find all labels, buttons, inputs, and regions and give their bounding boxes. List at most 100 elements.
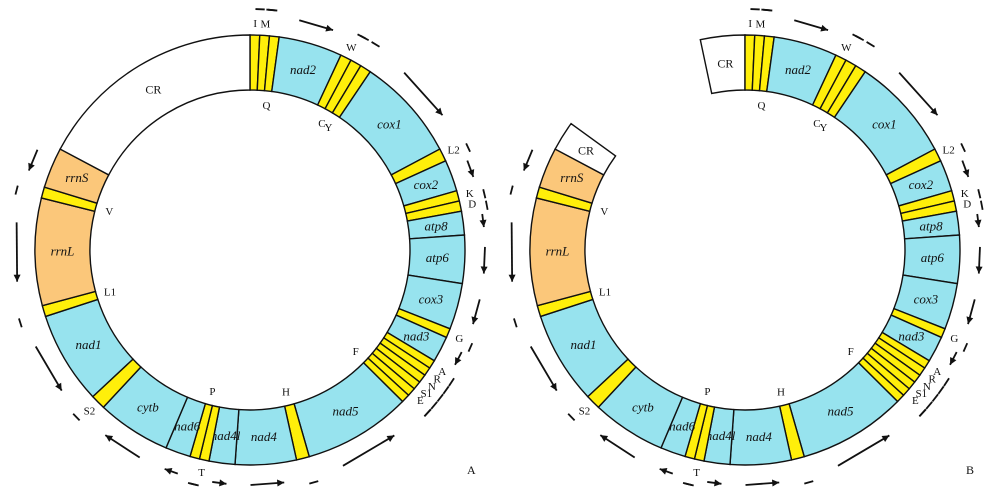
- gene-label-nad5: nad5: [332, 403, 359, 418]
- trna-label-c: C: [813, 118, 820, 130]
- control-region-label: CR: [578, 144, 594, 158]
- trna-label-p: P: [704, 386, 710, 398]
- trna-label-t: T: [693, 467, 700, 479]
- strand-arrow: [14, 185, 19, 195]
- trna-label-g: G: [455, 333, 463, 345]
- arrowhead: [325, 24, 334, 32]
- strand-arrow: [980, 200, 984, 210]
- strand-arrow: [371, 41, 380, 48]
- trna-label-a: A: [933, 366, 941, 378]
- arrowhead: [523, 162, 530, 171]
- trna-label-w: W: [346, 42, 357, 54]
- gene-label-cox1: cox1: [872, 117, 897, 132]
- trna-label-w: W: [841, 42, 852, 54]
- strand-arrow: [485, 200, 489, 210]
- gene-label-cox2: cox2: [414, 177, 439, 192]
- trna-label-d: D: [468, 199, 476, 211]
- arrowhead: [435, 107, 443, 116]
- strand-arrow: [436, 393, 444, 403]
- strand-arrow: [898, 72, 939, 116]
- gene-label-cox1: cox1: [377, 117, 402, 132]
- gene-label-nad4: nad4: [746, 429, 773, 444]
- trna-label-y: Y: [324, 122, 332, 134]
- strand-arrow: [18, 318, 23, 328]
- gene-label-nad4l: nad4l: [706, 428, 736, 443]
- segment-nad4: nad4: [234, 405, 298, 487]
- gene-label-rrns: rrnS: [560, 170, 584, 185]
- strand-arrow: [977, 189, 982, 199]
- arrowhead: [219, 479, 227, 487]
- arrowhead: [962, 169, 970, 177]
- trna-label-q: Q: [263, 100, 271, 112]
- gene-label-rrnl: rrnL: [51, 244, 75, 259]
- panel-label-a: A: [467, 463, 476, 477]
- arrowhead: [659, 467, 668, 475]
- arrowhead: [930, 107, 938, 116]
- gene-label-rrnl: rrnL: [546, 244, 570, 259]
- gene-label-atp6: atp6: [426, 250, 450, 265]
- strand-arrow: [925, 401, 933, 410]
- arrowhead: [55, 382, 62, 391]
- segment-nad4l: nad4l: [208, 406, 241, 487]
- trna-label-f: F: [848, 346, 854, 358]
- arrowhead: [714, 479, 722, 487]
- trna-label-g: G: [950, 333, 958, 345]
- trna-label-k: K: [466, 188, 474, 200]
- arrowhead: [820, 24, 829, 32]
- trna-label-m: M: [261, 19, 271, 31]
- strand-arrow: [682, 482, 693, 486]
- arrowhead: [480, 266, 488, 274]
- arrowhead: [164, 467, 173, 475]
- control-block: [554, 122, 617, 176]
- trna-label-v: V: [105, 206, 113, 218]
- segment-nad2: nad2: [270, 19, 342, 106]
- gene-label-nad4: nad4: [251, 429, 278, 444]
- trna-label-e: E: [417, 395, 424, 407]
- trna-label-r: R: [929, 373, 937, 385]
- trna-label-l2: L2: [942, 145, 954, 157]
- gene-label-nad6: nad6: [669, 419, 696, 434]
- control-block: [59, 34, 251, 176]
- gene-label-nad3: nad3: [403, 329, 430, 344]
- gene-label-nad6: nad6: [174, 419, 201, 434]
- strand-arrow: [267, 8, 278, 12]
- trna-label-l1: L1: [599, 286, 611, 298]
- segment-cr: CR: [59, 34, 251, 176]
- segment-l1: L1: [18, 286, 116, 328]
- gene-label-nad2: nad2: [785, 62, 812, 77]
- panel-label-b: B: [966, 463, 974, 477]
- arrowhead: [467, 169, 475, 177]
- strand-arrow: [342, 434, 395, 467]
- strand-arrow: [962, 342, 969, 353]
- gene-label-nad2: nad2: [290, 62, 317, 77]
- gene-label-nad1: nad1: [75, 337, 101, 352]
- segment-rrns: rrnS: [522, 148, 605, 205]
- arrowhead: [508, 274, 516, 282]
- gene-label-atp6: atp6: [921, 250, 945, 265]
- arrowhead: [550, 382, 557, 391]
- strand-arrow: [509, 185, 514, 195]
- strand-arrow: [309, 480, 319, 485]
- arrowhead: [771, 479, 780, 487]
- gene-label-atp8: atp8: [919, 219, 943, 234]
- trna-label-s2: S2: [84, 406, 96, 418]
- strand-arrow: [442, 385, 450, 395]
- trna-label-v: V: [600, 206, 608, 218]
- arrowhead: [950, 357, 957, 365]
- strand-arrow: [430, 401, 438, 410]
- arrowhead: [455, 357, 462, 365]
- segment-nad1: nad1: [529, 298, 629, 398]
- trna-label-d: D: [963, 199, 971, 211]
- gene-label-nad1: nad1: [570, 337, 596, 352]
- trna-label-h: H: [777, 387, 785, 399]
- strand-arrow: [465, 143, 471, 153]
- strand-arrow: [943, 377, 950, 387]
- trna-label-r: R: [434, 373, 442, 385]
- trna-label-k: K: [961, 188, 969, 200]
- strand-arrow: [529, 346, 558, 392]
- strand-arrow: [513, 318, 518, 328]
- strand-arrow: [34, 346, 63, 392]
- trna-label-y: Y: [819, 122, 827, 134]
